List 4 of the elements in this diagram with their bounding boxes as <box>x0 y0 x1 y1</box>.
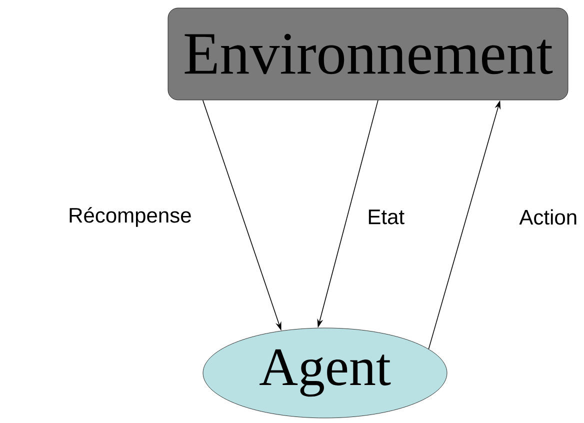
edge-label: Action <box>519 209 576 225</box>
environment-box: Environnement <box>168 8 568 100</box>
edge-label: Etat <box>368 210 404 224</box>
edge-label: Récompense <box>70 207 191 227</box>
